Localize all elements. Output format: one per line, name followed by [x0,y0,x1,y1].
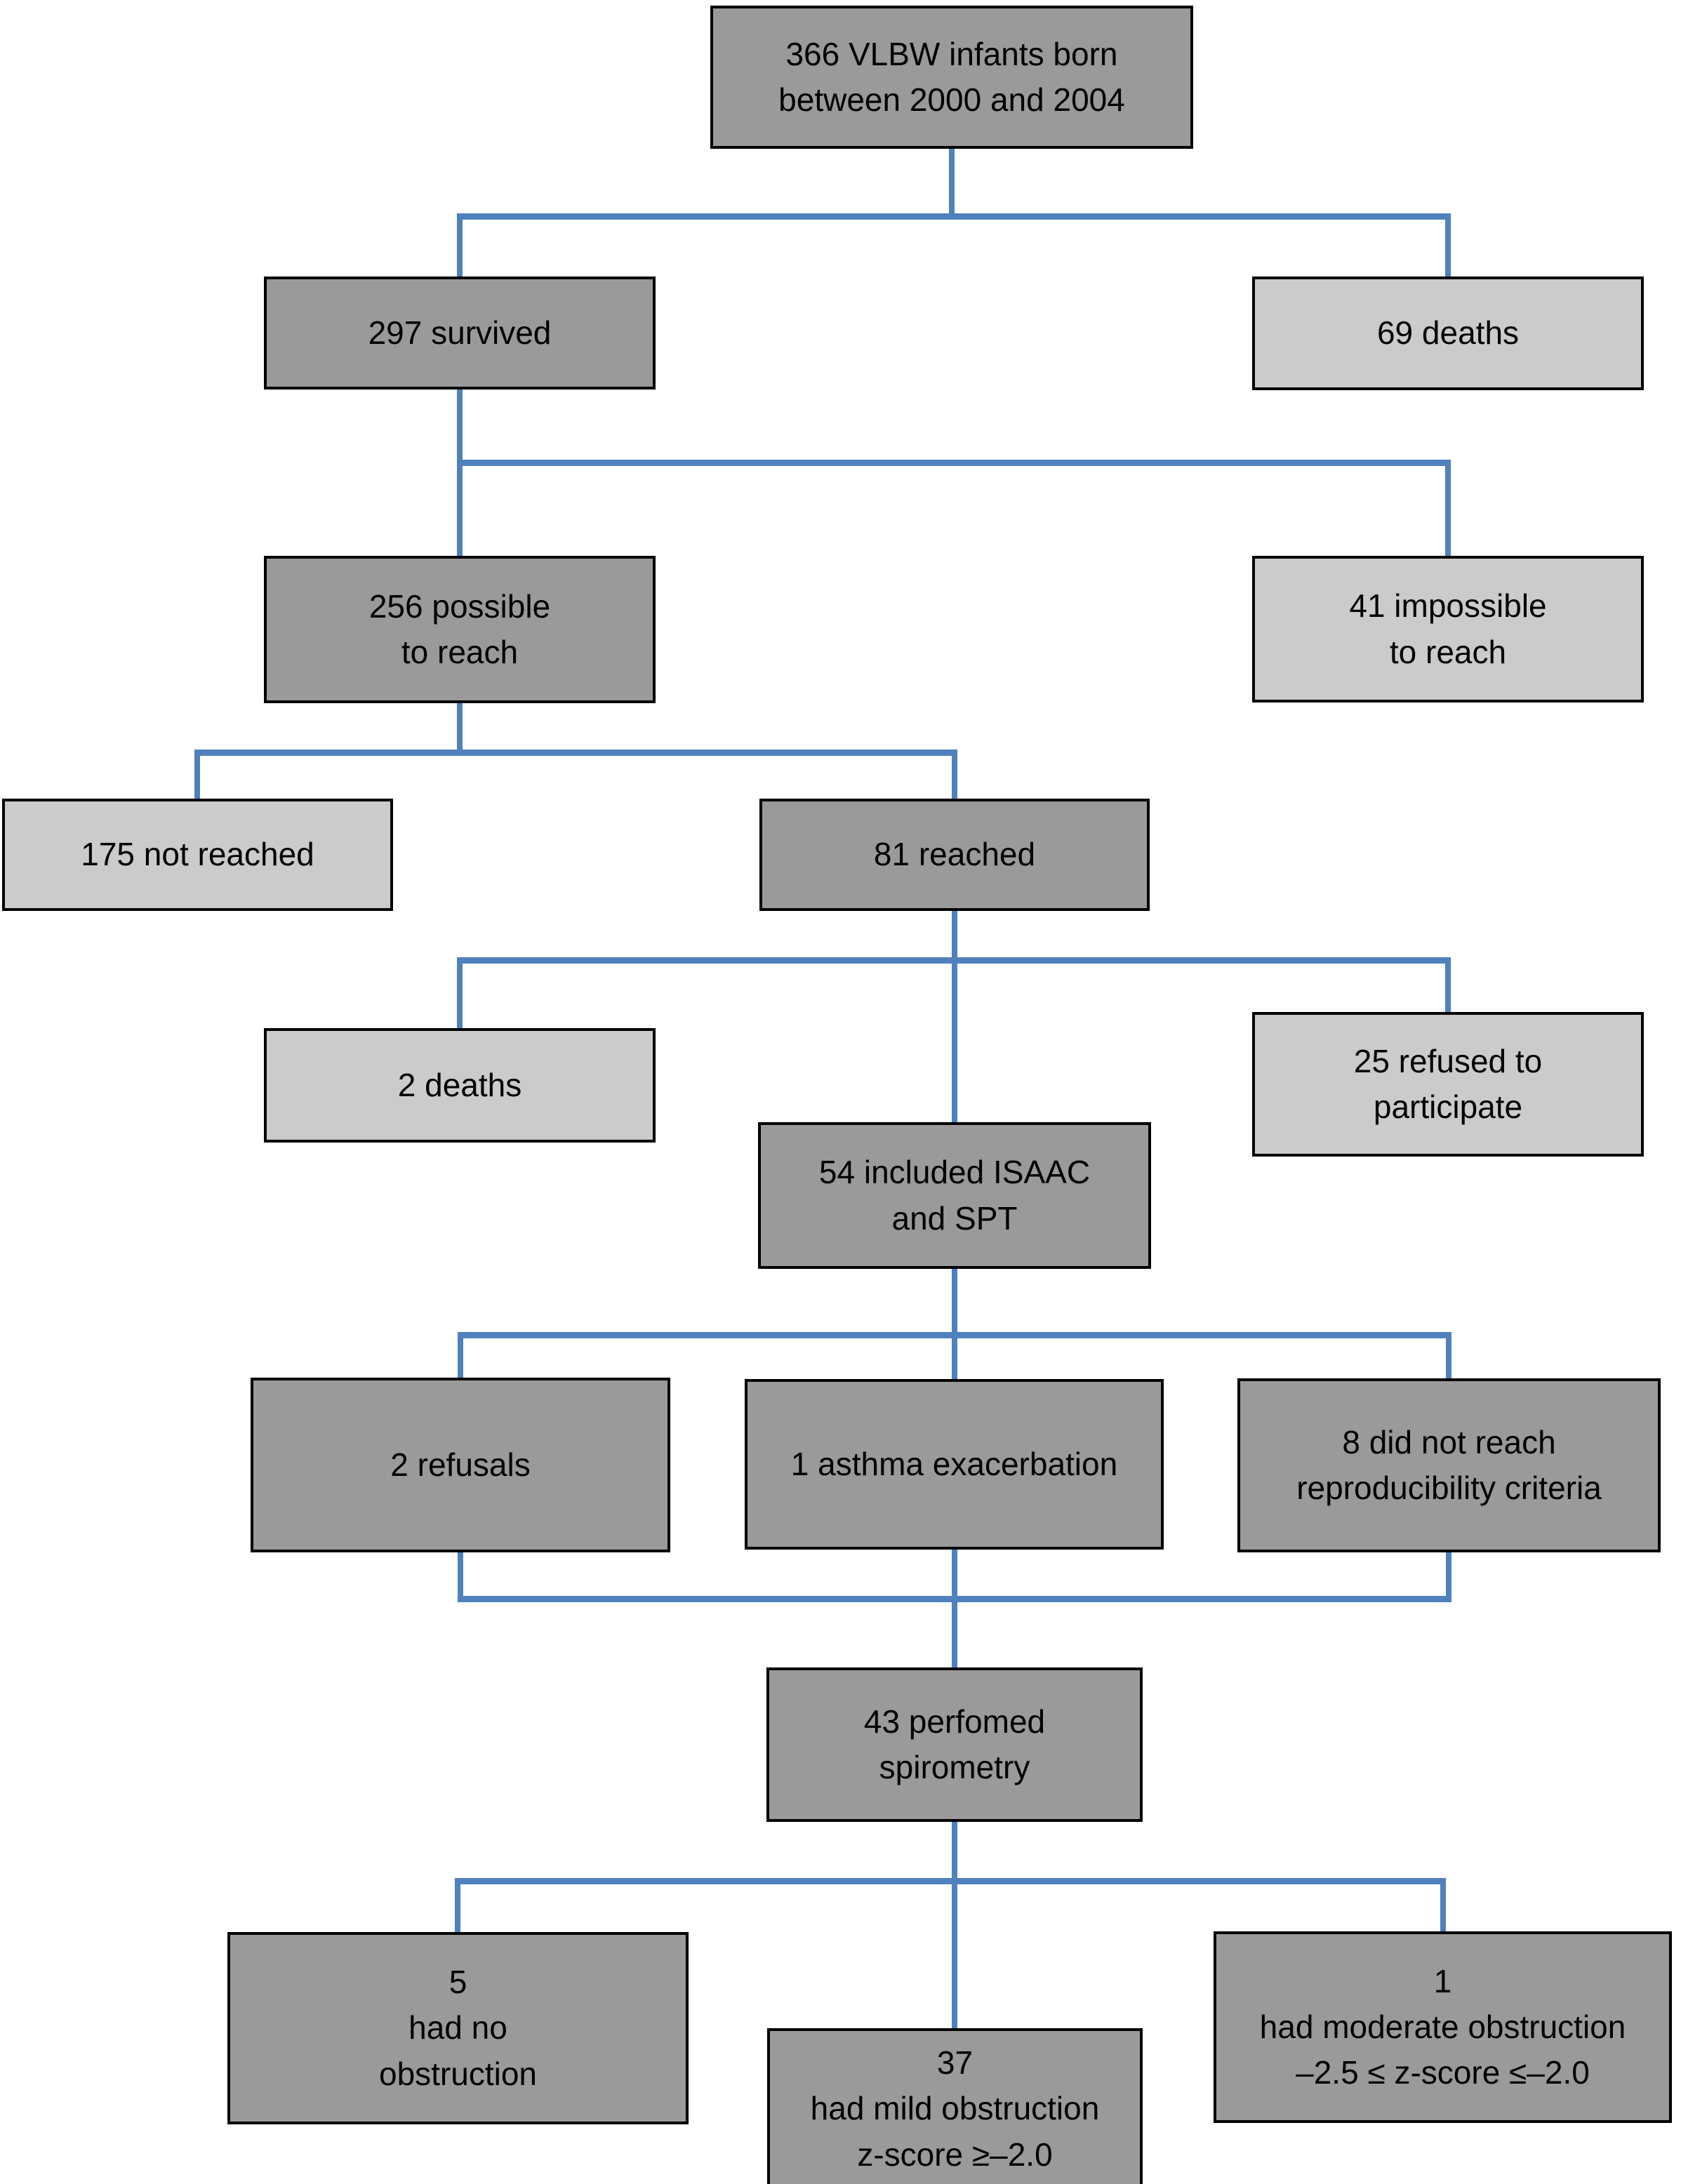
node-reached: 81 reached [759,799,1150,911]
connector-criteria-drop [1446,1335,1451,1381]
node-deaths-initial: 69 deaths [1252,277,1644,390]
connector-total-split-bar [457,213,1451,220]
node-performed-spirometry: 43 perfomed spirometry [766,1667,1143,1822]
connector-survived-stem [457,388,463,463]
connector-survived-drop [457,216,463,279]
node-no-obstruction: 5 had no obstruction [227,1932,689,2124]
node-total-infants: 366 VLBW infants born between 2000 and 2… [710,6,1193,149]
node-asthma-exacerbation-label: 1 asthma exacerbation [790,1445,1118,1482]
node-mild-obstruction-label: 37 had mild obstruction z-score ≥–2.0 [810,2044,1100,2173]
connector-survived-split-bar [457,460,1451,466]
node-reproducibility-criteria: 8 did not reach reproducibility criteria [1237,1378,1661,1552]
node-performed-spirometry-label: 43 perfomed spirometry [863,1703,1046,1785]
connector-included-split-bar [458,1332,1451,1338]
node-refusals: 2 refusals [251,1378,670,1552]
node-moderate-obstruction-label: 1 had moderate obstruction –2.5 ≤ z-scor… [1259,1962,1626,2091]
node-included-isaac-spt-label: 54 included ISAAC and SPT [818,1154,1091,1237]
node-asthma-exacerbation: 1 asthma exacerbation [745,1379,1164,1550]
connector-possible-drop [457,463,463,558]
node-total-infants-label: 366 VLBW infants born between 2000 and 2… [778,35,1125,118]
node-survived-label: 297 survived [368,314,552,351]
connector-spirometry-stem [952,1820,957,1881]
node-refusals-label: 2 refusals [390,1446,531,1483]
connector-reached-stem [952,910,957,1125]
node-refused-label: 25 refused to participate [1353,1042,1543,1125]
node-impossible-to-reach: 41 impossible to reach [1252,556,1644,703]
node-included-isaac-spt: 54 included ISAAC and SPT [758,1122,1151,1269]
connector-refusals-drop [458,1335,463,1380]
node-reproducibility-criteria-label: 8 did not reach reproducibility criteria [1296,1423,1602,1506]
connector-total-stem [949,147,955,218]
connector-deaths-later-drop [457,960,463,1031]
connector-asthma-merge-stem [952,1548,957,1670]
node-possible-to-reach-label: 256 possible to reach [368,587,551,670]
connector-not-reached-drop [194,752,200,801]
connector-mild-drop [952,1881,957,2031]
connector-impossible-drop [1445,463,1451,558]
connector-included-stem [952,1267,957,1382]
node-no-obstruction-label: 5 had no obstruction [378,1964,537,2092]
connector-criteria-merge-stem [1446,1551,1451,1600]
connector-reached-drop [952,752,957,801]
connector-moderate-drop [1440,1881,1446,1934]
node-mild-obstruction: 37 had mild obstruction z-score ≥–2.0 [767,2028,1143,2184]
connector-refusals-merge-stem [458,1551,463,1600]
connector-possible-split-bar [194,750,957,756]
node-not-reached: 175 not reached [2,799,393,911]
node-refused: 25 refused to participate [1252,1012,1644,1157]
connector-no-obstruction-drop [455,1881,460,1935]
connector-spirometry-split-bar [455,1878,1446,1884]
connector-possible-stem [457,702,463,752]
node-deaths-later: 2 deaths [264,1028,656,1143]
node-not-reached-label: 175 not reached [81,836,314,873]
node-moderate-obstruction: 1 had moderate obstruction –2.5 ≤ z-scor… [1214,1931,1672,2123]
node-reached-label: 81 reached [873,836,1036,873]
connector-reached-split-bar [457,957,1451,964]
node-deaths-initial-label: 69 deaths [1376,314,1520,352]
node-impossible-to-reach-label: 41 impossible to reach [1349,587,1547,670]
node-survived: 297 survived [264,277,656,389]
node-possible-to-reach: 256 possible to reach [264,556,656,703]
connector-deaths-drop [1445,216,1451,279]
node-deaths-later-label: 2 deaths [397,1066,522,1103]
connector-refused-drop [1445,960,1451,1015]
